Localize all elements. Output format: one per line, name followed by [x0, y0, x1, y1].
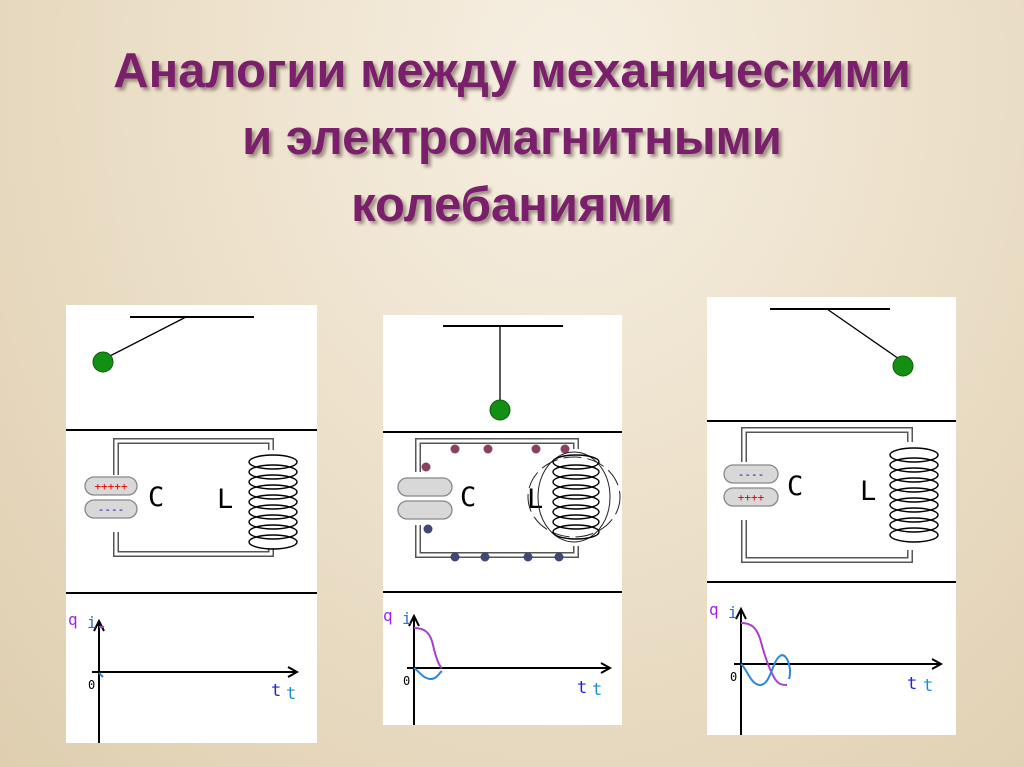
magnetic-field-lines	[527, 451, 621, 543]
pendulum	[92, 316, 254, 373]
pendulum-string	[826, 308, 903, 362]
capacitor-minus-signs: ----	[738, 468, 765, 481]
capacitor-plate-top	[84, 476, 138, 496]
panel-1-drawing: +++++ ---- C L	[66, 316, 317, 743]
slide-title: Аналогии между механическими и электрома…	[0, 38, 1024, 239]
capacitor	[397, 477, 453, 520]
pendulum	[443, 325, 563, 421]
title-line-2: и электромагнитными	[242, 111, 782, 165]
q-i-graph: q i 0 t t	[383, 606, 613, 725]
axis-i-label: i	[87, 613, 97, 632]
panel-max-current: C L q i	[383, 315, 622, 725]
pendulum	[770, 308, 914, 377]
charge-curve	[740, 622, 788, 686]
axis-t-label-1: t	[271, 681, 281, 701]
axis-origin: 0	[88, 678, 95, 692]
axis-q-label: q	[68, 610, 78, 629]
axis-t-label-2: t	[286, 684, 296, 704]
capacitor: ---- ++++	[723, 464, 779, 507]
pendulum-bob	[92, 351, 114, 373]
panel-2-drawing: C L q i	[383, 325, 622, 725]
capacitor: +++++ ----	[84, 476, 138, 519]
capacitor-label: C	[787, 471, 803, 502]
pendulum-bob	[489, 399, 511, 421]
capacitor-plate-bottom	[84, 499, 138, 519]
inductor-coil	[552, 454, 600, 540]
panel-3-drawing: ---- ++++ C L q	[707, 308, 956, 735]
inductor-coil	[889, 447, 939, 543]
current-charges-lower	[423, 524, 564, 562]
capacitor-plate-top	[723, 464, 779, 484]
capacitor-minus-signs: ----	[98, 503, 125, 516]
axis-t-label-1: t	[577, 678, 587, 698]
lc-circuit: C L	[395, 438, 621, 562]
current-curve	[98, 672, 104, 678]
inductor-label: L	[527, 484, 543, 515]
capacitor-plate-bottom	[397, 500, 453, 520]
q-i-graph: q i 0 t t	[709, 600, 944, 735]
axis-t-label-1: t	[907, 674, 917, 694]
axis-q-label: q	[383, 606, 393, 625]
lc-circuit: ---- ++++ C L	[721, 427, 947, 563]
title-line-3: колебаниями	[351, 178, 673, 232]
current-curve	[413, 667, 443, 681]
inductor-coil	[248, 454, 298, 550]
axis-origin: 0	[730, 670, 737, 684]
axis-i-label: i	[728, 603, 738, 622]
capacitor-plus-signs: +++++	[94, 480, 127, 493]
axis-i-label: i	[402, 609, 412, 628]
pendulum-bob	[892, 355, 914, 377]
title-line-1: Аналогии между механическими	[113, 44, 911, 98]
lc-circuit: +++++ ---- C L	[84, 438, 308, 557]
axis-t-label-2: t	[923, 676, 933, 696]
panel-reversed-charge: ---- ++++ C L q	[707, 297, 956, 735]
axis-origin: 0	[403, 674, 410, 688]
inductor-label: L	[860, 476, 876, 507]
capacitor-plus-signs: ++++	[738, 491, 765, 504]
axis-t-label-2: t	[592, 680, 602, 700]
current-charges	[421, 444, 570, 472]
pendulum-string	[103, 316, 187, 360]
panel-max-charge: +++++ ---- C L	[66, 305, 317, 743]
charge-curve	[413, 627, 443, 669]
inductor-label: L	[217, 484, 233, 515]
capacitor-label: C	[148, 482, 164, 513]
q-i-graph: q i 0 t t	[68, 610, 300, 743]
capacitor-plate-bottom	[723, 487, 779, 507]
axis-q-label: q	[709, 600, 719, 619]
current-curve	[740, 654, 792, 687]
capacitor-label: C	[460, 482, 476, 513]
capacitor-plate-top	[397, 477, 453, 497]
